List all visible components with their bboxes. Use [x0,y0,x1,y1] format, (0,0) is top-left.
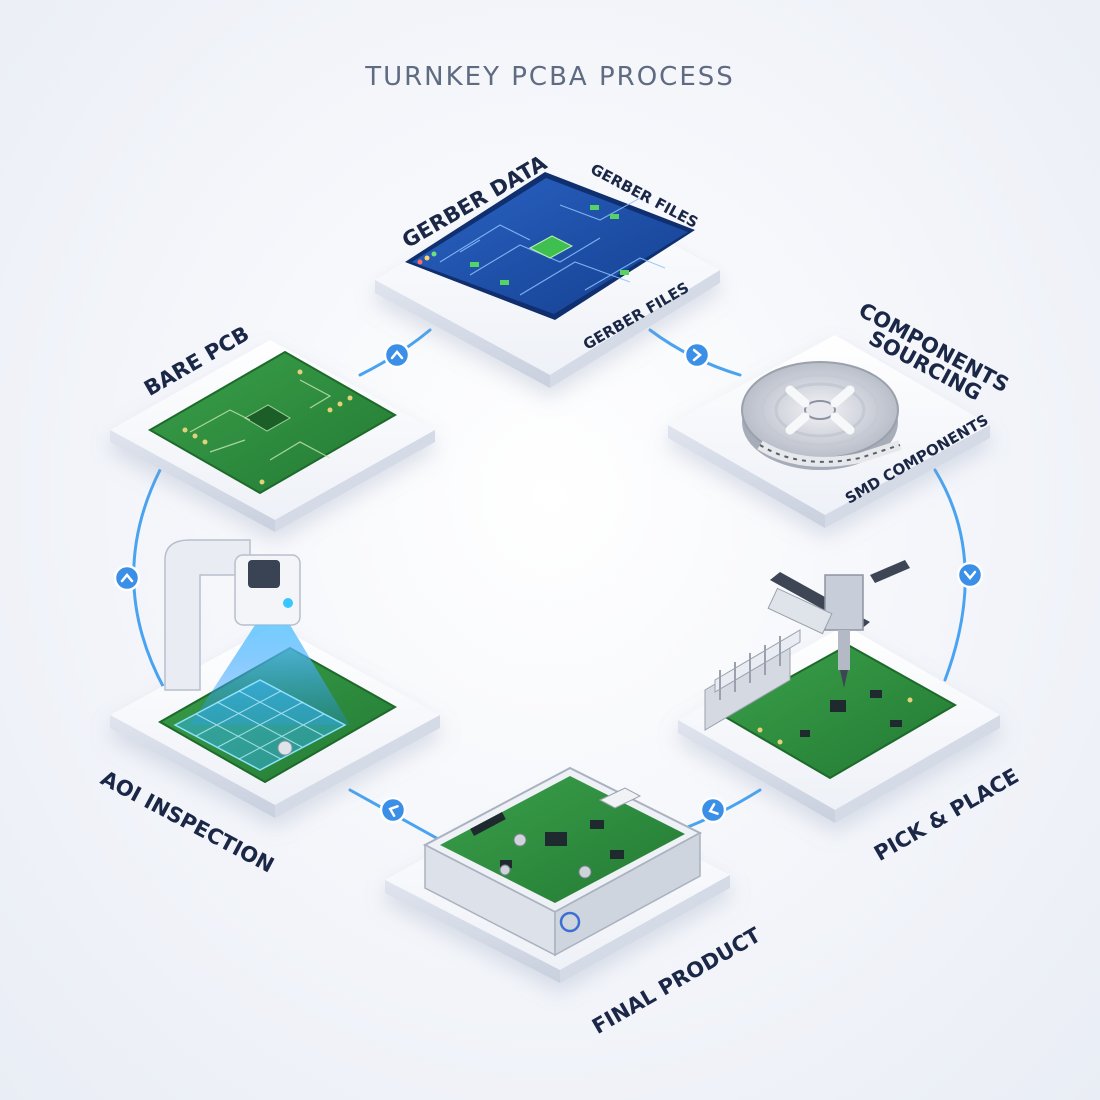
brand-logo-icon [559,911,581,933]
arrow-badge-components-to-pickplace [956,561,984,589]
arrow-badge-pickplace-to-final [699,796,727,824]
aoi-scanner-icon [157,539,398,784]
chevron-icon [963,570,977,580]
pick-place-machine-icon [704,560,958,780]
blueprint-screen-icon [405,172,695,320]
chevron-icon [390,350,404,360]
chevron-icon [388,805,399,817]
arrow-badge-aoi-to-bare [113,564,141,592]
chevron-icon [708,803,719,815]
component-reel-icon [741,361,902,470]
chevron-icon [120,573,134,583]
enclosure-board-icon [422,766,703,957]
diagram-title: TURNKEY PCBA PROCESS [365,62,735,92]
arrow-badge-final-to-aoi [379,796,407,824]
arrow-badges [113,341,984,824]
bare-pcb-icon [147,350,398,495]
arrow-badge-gerber-to-components [683,341,711,369]
chevron-icon [692,348,702,362]
window-dots [417,251,437,265]
arrow-badge-bare-to-gerber [383,341,411,369]
